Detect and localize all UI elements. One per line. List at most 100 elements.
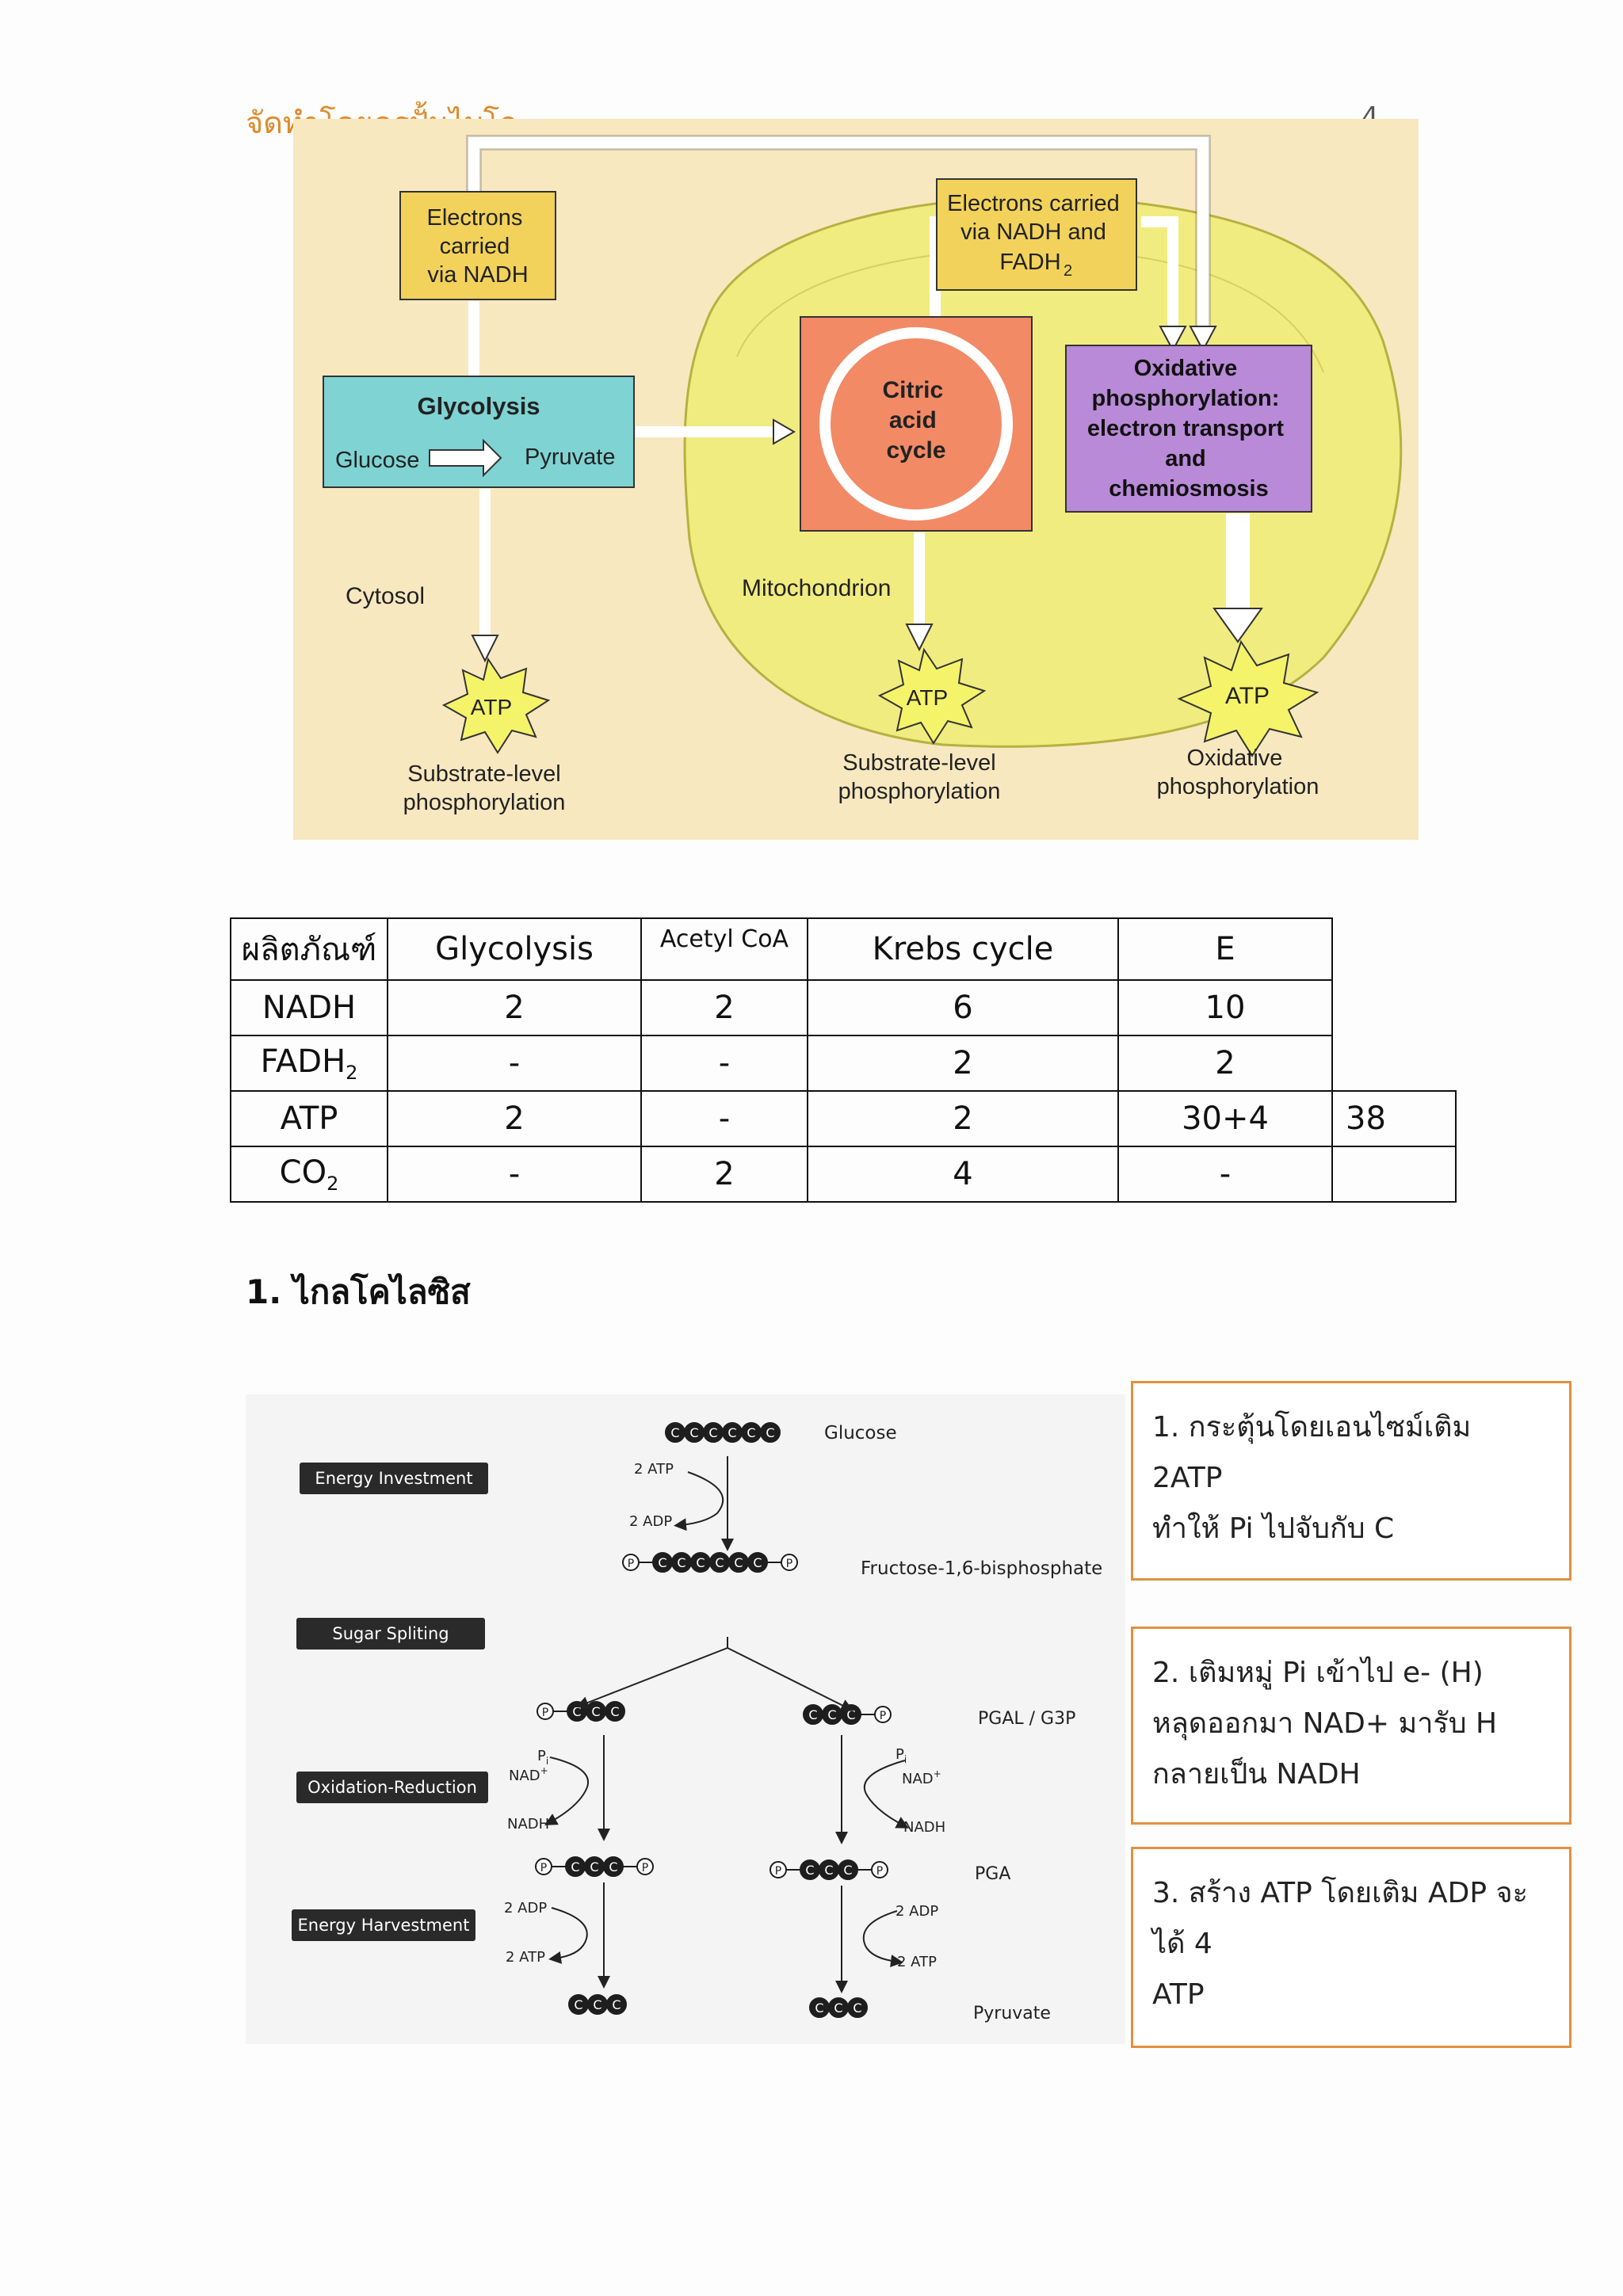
atom-label: C: [843, 1863, 852, 1878]
respiration-overview-diagram: Electrons carried via NADH Electrons car…: [293, 119, 1419, 840]
atom-label: P: [786, 1558, 792, 1570]
table-row: ATP 2 - 2 30+4 38: [230, 1090, 1457, 1147]
table-header-cell: E: [1117, 917, 1333, 981]
atom-label: C: [727, 1425, 736, 1440]
row-label: NADH: [230, 979, 388, 1036]
atom-label: C: [591, 1704, 600, 1719]
atom-label: C: [753, 1555, 762, 1570]
table-cell: 10: [1117, 979, 1333, 1036]
atom-label: P: [880, 1710, 886, 1722]
atom-label: C: [609, 1859, 617, 1875]
carbon-atom: [838, 1859, 858, 1880]
table-cell: 6: [807, 979, 1119, 1036]
carbon-atom: [847, 1997, 868, 2018]
note-box-step-1: 1. กระตุ้นโดยเอนไซม์เติม 2ATP ทำให้ Pi ไ…: [1131, 1381, 1571, 1581]
carbon-atom: [605, 1701, 625, 1722]
phosphate-group: [769, 1861, 787, 1878]
carbon-atom: [603, 1856, 624, 1877]
svg-text:Oxidation-Reduction: Oxidation-Reduction: [307, 1778, 477, 1797]
atom-label: C: [612, 1997, 621, 2012]
note-box-step-2: 2. เติมหมู่ Pi เข้าไป e- (H) หลุดออกมา N…: [1131, 1627, 1571, 1825]
table-cell: 2: [807, 1035, 1119, 1092]
oxidative-phosphorylation-box: [1065, 345, 1312, 513]
table-header-cell: Acetyl CoA: [640, 917, 808, 981]
total-cell: 38: [1331, 1090, 1457, 1147]
svg-text:Glycolysis: Glycolysis: [417, 392, 540, 420]
svg-text:NADH: NADH: [507, 1816, 549, 1833]
svg-text:Pi: Pi: [896, 1746, 907, 1765]
svg-text:Substrate-level phosphoryl: Substrate-level phosphorylation Substrat…: [403, 746, 1319, 815]
mitochondrion-label: Mitochondrion: [742, 575, 891, 601]
atom-label: C: [747, 1425, 755, 1440]
table-header-cell: ผลิตภัณฑ์: [230, 917, 388, 981]
electrons-nadh-box: [399, 191, 556, 300]
svg-text:2 ATP: 2 ATP: [506, 1949, 545, 1966]
atom-label: C: [689, 1425, 698, 1440]
atom-label: C: [696, 1555, 705, 1570]
svg-text:2 ADP: 2 ADP: [629, 1513, 672, 1530]
cytosol-label: Cytosol: [346, 583, 425, 609]
svg-text:ATP: ATP: [471, 695, 512, 719]
pgal-label: PGAL / G3P: [978, 1709, 1075, 1729]
total-cell: [1331, 1146, 1457, 1203]
svg-text:Energy Harvestment: Energy Harvestment: [298, 1916, 470, 1935]
svg-text:2 ATP: 2 ATP: [897, 1954, 937, 1970]
table-row: CO2 - 2 4 -: [230, 1146, 1457, 1203]
atom-label: C: [708, 1425, 717, 1440]
electrons-nadh-fadh-box: [936, 178, 1137, 291]
atom-label: C: [677, 1555, 685, 1570]
atom-label: C: [808, 1707, 817, 1722]
atom-label: C: [815, 2000, 823, 2016]
svg-text:ATP: ATP: [907, 685, 948, 710]
svg-text:NAD+: NAD+: [902, 1768, 941, 1787]
svg-text:2 ATP: 2 ATP: [634, 1461, 674, 1478]
phosphate-group: [537, 1703, 554, 1720]
svg-text:Glucose: Glucose: [335, 448, 419, 473]
atom-label: P: [876, 1865, 883, 1878]
carbon-atom: [760, 1422, 781, 1443]
table-cell: 2: [1117, 1035, 1333, 1092]
carbon-atom: [747, 1552, 768, 1573]
stage-sugar-splitting: Sugar Spliting: [296, 1618, 485, 1650]
svg-text:2 ADP: 2 ADP: [504, 1900, 547, 1917]
table-cell: -: [1117, 1146, 1333, 1203]
atom-label: C: [824, 1863, 833, 1878]
atom-label: C: [853, 2000, 861, 2016]
atom-label: C: [574, 1997, 582, 2012]
atom-label: C: [572, 1704, 581, 1719]
table-cell: 2: [387, 979, 642, 1036]
atom-label: C: [593, 1997, 601, 2012]
phosphate-group: [636, 1858, 654, 1875]
row-label: CO2: [230, 1146, 388, 1203]
phosphate-group: [874, 1706, 892, 1723]
pga-label: PGA: [975, 1864, 1010, 1884]
svg-text:2 ADP: 2 ADP: [896, 1903, 938, 1920]
atom-label: P: [628, 1558, 634, 1570]
phosphate-group: [781, 1554, 798, 1571]
phosphate-group: [622, 1554, 640, 1571]
atom-label: C: [610, 1704, 619, 1719]
glycolysis-arrow-icon: [429, 438, 502, 478]
citric-cycle-icon: [819, 327, 1013, 521]
svg-text:Energy Investment: Energy Investment: [315, 1469, 472, 1488]
atom-label: C: [658, 1555, 666, 1570]
atom-label: C: [670, 1425, 679, 1440]
table-cell: -: [640, 1090, 808, 1147]
table-cell: -: [387, 1146, 642, 1203]
svg-text:2: 2: [1064, 262, 1072, 280]
atom-label: C: [827, 1707, 836, 1722]
atp-burst-glycolysis: ATP: [441, 657, 551, 754]
row-label: FADH2: [230, 1035, 388, 1092]
svg-text:Pi: Pi: [537, 1748, 548, 1767]
table-cell: -: [387, 1035, 642, 1092]
table-cell: 2: [807, 1090, 1119, 1147]
stage-oxidation-reduction: Oxidation-Reduction: [296, 1772, 488, 1803]
stage-energy-harvestment: Energy Harvestment: [292, 1909, 475, 1941]
products-table: ผลิตภัณฑ์ Glycolysis Acetyl CoA Krebs cy…: [230, 917, 1457, 1203]
atom-label: P: [775, 1865, 781, 1878]
table-cell: -: [640, 1035, 808, 1092]
svg-text:Pyruvate: Pyruvate: [525, 444, 615, 470]
svg-text:Electrons carried via: Electrons carried via NADH: [427, 205, 529, 288]
atom-label: C: [734, 1555, 743, 1570]
table-cell: 2: [640, 1146, 808, 1203]
